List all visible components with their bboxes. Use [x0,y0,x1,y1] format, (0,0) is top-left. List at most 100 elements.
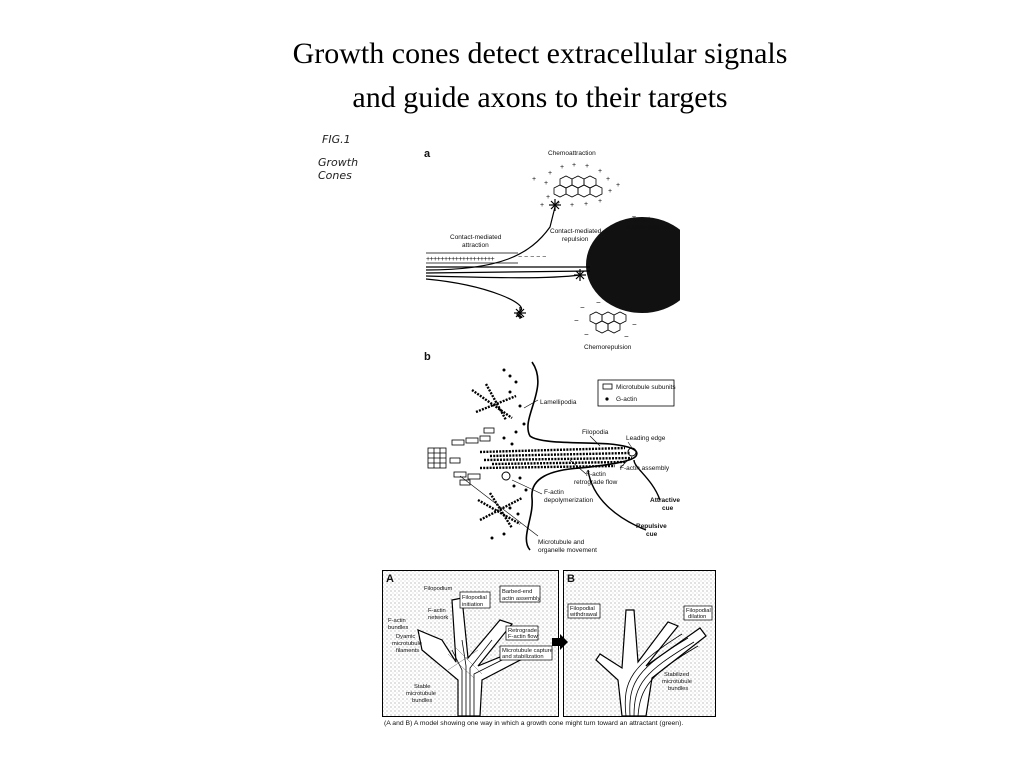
svg-text:+: + [606,176,610,183]
contact-repulsion-label-2: repulsion [562,236,589,243]
organelle-circle [501,471,511,481]
legend-box [597,379,675,407]
slide-title: Growth cones detect extracellular signal… [0,32,1024,120]
panel-B-letter: B [567,573,575,585]
barbed-end-label-2: actin assembly [502,596,540,602]
svg-text:+: + [544,180,548,187]
lamellipodia-label: Lamellipodia [540,399,577,406]
svg-text:+: + [540,202,544,209]
depolymerization-label-2: depolymerization [544,497,594,504]
cue-arrows [587,459,661,531]
svg-text:+: + [585,163,589,170]
actin-filaments [471,383,633,529]
panel-A-labels [459,585,553,661]
legend-microtubule-swatch [602,383,613,390]
svg-text:+: + [572,162,576,169]
pointer-lines [459,399,633,537]
microtubules-A [451,639,511,716]
stabilized-bundles-label-2: microtubule [662,679,692,685]
contact-attraction-label-2: attraction [462,242,489,249]
factin-network-A [447,645,483,679]
panel-a-letter: a [424,148,431,160]
panel-B-labels [567,603,713,621]
factin-network-label-1: F-actin [428,608,446,614]
legend-gactin-swatch [605,397,609,401]
stable-bundles-label-2: microtubule [406,691,436,697]
capture-label-1: Microtubule capture [502,648,553,654]
repulsive-cue-label-2: cue [646,531,658,538]
withdrawal-label-1: Filopodial [570,606,595,612]
depolymerization-label-1: F-actin [544,489,564,496]
filopodium-label: Filopodium [424,586,453,592]
handwritten-fig-label: FIG.1 [322,133,351,146]
svg-text:+: + [548,170,552,177]
retrograde-flow-label-2: retrograde flow [574,479,618,486]
minus-strip: − − − − − [518,254,546,261]
dynamic-microtubule-label-3: filaments [396,648,419,654]
retrograde-flow-A-label-2: F-actin flow [508,634,538,640]
growth-cone-outline [525,361,638,551]
target-label-2: trophic support [626,224,669,231]
svg-text:+: + [532,176,536,183]
handwritten-growth: Growth [318,156,359,169]
microtubule-subunits [449,427,495,486]
retrograde-flow-A-label-1: Retrograde [508,628,537,634]
figure-caption: (A and B) A model showing one way in whi… [384,720,684,727]
svg-text:−: − [628,304,633,313]
panel-a-diagram: a Chemoattraction ++++ ++++ ++++ ++++ Ta… [424,148,680,351]
svg-text:+: + [598,198,602,205]
growth-cone-A [417,597,529,717]
svg-text:+: + [616,182,620,189]
g-actin-dots [490,368,528,540]
svg-text:+: + [570,202,574,209]
handwritten-cones: Cones [318,169,352,182]
chemorepulsion-label: Chemorepulsion [584,344,632,351]
factin-network-label-2: network [428,615,448,621]
repulsive-cue-label-1: Repulsive [636,523,667,530]
svg-text:−: − [584,330,589,339]
dilation-label-1: Filopodial [686,608,711,614]
svg-text:−: − [580,303,585,312]
contact-repulsion-label-1: Contact-mediated [550,228,602,235]
capture-label-2: and stabilization [502,654,544,660]
chemoattractant-cluster [553,175,603,198]
microtubule-movement-label-1: Microtubule and [538,539,585,546]
svg-text:+: + [608,188,612,195]
panel-b-letter: b [424,351,431,363]
svg-text:+: + [556,200,560,207]
dynamic-microtubule-label-1: Dyamic [396,634,415,640]
title-line-1: Growth cones detect extracellular signal… [292,37,788,70]
legend-gactin-label: G-actin [616,396,637,403]
attractive-cue-label-1: Attractive [650,497,680,504]
svg-text:−: − [614,298,619,307]
barbed-end-label-1: Barbed-end [502,589,532,595]
plus-signs: ++++ ++++ ++++ ++++ [532,162,620,209]
filopodial-initiation-label-1: Filopodial [462,595,487,601]
legend-microtubule-label: Microtubule subunits [616,384,676,391]
growth-cone-stars [514,199,586,319]
factin-bundles-label-2: bundles [388,625,408,631]
microtubule-movement-label-2: organelle movement [538,547,597,554]
dynamic-microtubule-label-2: microtubule [392,641,422,647]
panel-c-diagram: A B Filopodium F-actin bundles F-actin n… [382,570,716,717]
stable-bundles-label-3: bundles [412,698,432,704]
axon-bundle [425,206,591,319]
attraction-strip [426,252,518,264]
svg-text:+: + [584,201,588,208]
transition-arrow [552,634,568,650]
svg-text:−: − [596,298,601,307]
leading-edge-label: Leading edge [626,435,666,442]
minus-signs: −−−− −−−− [574,298,637,341]
target-label-1: Target [632,216,650,223]
filopodial-initiation-label-2: initiation [462,602,483,608]
growth-cone-B [595,609,707,717]
stable-bundles-label-1: Stable [414,684,430,690]
withdrawal-label-2: withdrawal [569,612,597,618]
stabilized-bundles-label-1: Stabilized [664,672,689,678]
retrograde-flow-label-1: F-actin [586,471,606,478]
factin-assembly-label: F-actin assembly [620,465,670,472]
dilation-label-2: dilation [688,614,706,620]
chemorepellent-cluster [589,311,627,334]
attractive-cue-label-2: cue [662,505,674,512]
microtubules-B [624,633,699,717]
